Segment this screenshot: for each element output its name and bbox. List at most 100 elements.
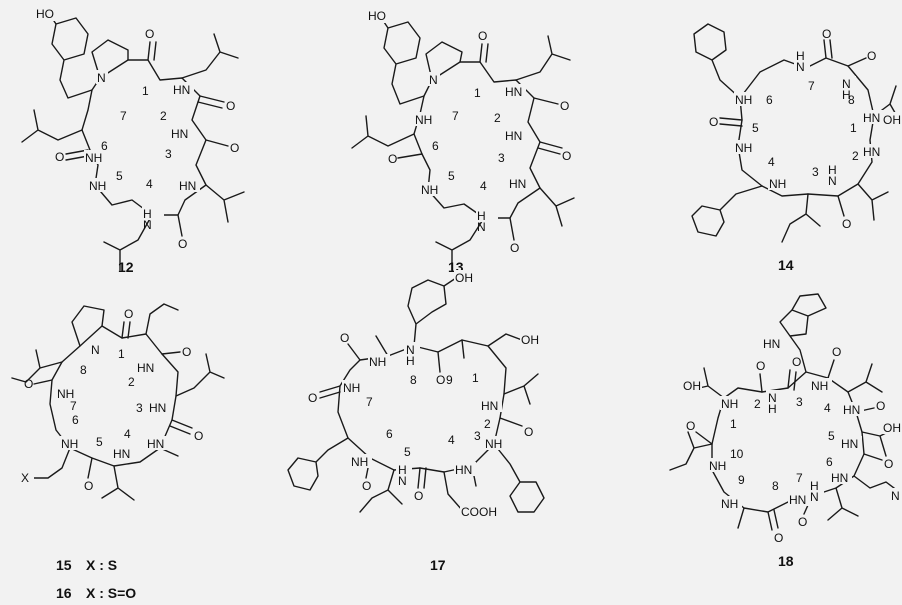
compound-13-residue-number: 3: [498, 151, 505, 165]
compound-17-amide-nh-label: HN: [481, 399, 498, 413]
compound-15-residue-number: 1: [118, 347, 125, 361]
compound-17-amide-nh-label: NH: [343, 381, 360, 395]
carbonyl-o-label: O: [792, 355, 801, 369]
compound-17-amide-nh-label: NH: [351, 455, 368, 469]
compound-17-tyrosine-oh-label: OH: [455, 271, 473, 285]
compound-14-residue-number: 5: [752, 121, 759, 135]
compound-18-indole-n-label: N: [891, 489, 900, 503]
carbonyl-o-label: O: [230, 141, 239, 155]
compound-18-residue-number: 10: [730, 447, 744, 461]
carbonyl-o-label: O: [798, 515, 807, 529]
compound-13-amide-nh-label: NH: [421, 183, 438, 197]
compound-14-amide-nh-label: HN: [863, 145, 880, 159]
compound-14-amide-nh-label: NH: [735, 141, 752, 155]
carbonyl-o-label: O: [774, 531, 783, 545]
compound-14-residue-number: 1: [850, 121, 857, 135]
compound-13-proline-n-label: N: [429, 73, 438, 87]
compound-17-residue-number: 2: [484, 417, 491, 431]
compound-15-residue-number: 2: [128, 375, 135, 389]
compound-17-amide-nh-label: NH: [485, 437, 502, 451]
compound-13-residue-number: 7: [452, 109, 459, 123]
compound-13-residue-number: 4: [480, 179, 487, 193]
carbonyl-o-label: O: [867, 49, 876, 63]
compound-13-amide-nh-label: HN: [505, 129, 522, 143]
compound-18-amide-nh-label: HN: [789, 493, 806, 507]
compound-13-hydroxyl-label: HO: [368, 9, 386, 23]
compound-14-amide-nh-label: HN: [863, 111, 880, 125]
compound-15-residue-number: 5: [96, 435, 103, 449]
compound-17-residue-number: 3: [474, 429, 481, 443]
compound-14-residue-number: 8: [848, 93, 855, 107]
compound-13-amide-nh-label: HN: [509, 177, 526, 191]
compound-17-residue-number: 8: [410, 373, 417, 387]
carbonyl-o-label: O: [388, 152, 397, 166]
compound-15-x-substituent-label: X: [21, 471, 29, 485]
compound-13-amide-nh-label: NH: [415, 113, 432, 127]
compound-14-residue-number: 7: [808, 79, 815, 93]
carbonyl-o-label: O: [308, 391, 317, 405]
compound-17-residue-number: 5: [404, 445, 411, 459]
carbonyl-o-label: O: [436, 373, 445, 387]
compound-14-id-label: 14: [778, 257, 794, 273]
carbonyl-o-label: O: [510, 241, 519, 255]
compound-14-residue-number: 6: [766, 93, 773, 107]
carbonyl-o-label: O: [362, 479, 371, 493]
compound-14-amide-nh-label: NH: [735, 93, 752, 107]
compound-15-residue-number: 6: [72, 413, 79, 427]
compound-15-residue-number: 3: [136, 401, 143, 415]
carbonyl-o-label: O: [560, 99, 569, 113]
compound-15-residue-number: 7: [70, 399, 77, 413]
compound-18-residue-number: 1: [730, 417, 737, 431]
carbonyl-o-label: O: [756, 359, 765, 373]
compound-13-residue-number: 2: [494, 111, 501, 125]
compound-15-amide-nh-label: NH: [61, 437, 78, 451]
compound-12-residue-number: 3: [165, 147, 172, 161]
carbonyl-o-label: O: [124, 307, 133, 321]
carbonyl-o-label: O: [226, 99, 235, 113]
compound-18-residue-number: 9: [738, 473, 745, 487]
compound-18-amide-nh-label: NH: [811, 379, 828, 393]
carbonyl-o-label: O: [876, 399, 885, 413]
compound-12-proline-n-label: N: [97, 71, 106, 85]
compound-18-residue-number: 5: [828, 429, 835, 443]
carbonyl-o-label: O: [414, 489, 423, 503]
carbonyl-o-label: O: [182, 345, 191, 359]
compound-18-amide-nh-label: NH: [721, 497, 738, 511]
compound-15-proline-n-label: N: [91, 343, 100, 357]
carbonyl-o-label: O: [55, 150, 64, 164]
compound-14-residue-number: 4: [768, 155, 775, 169]
carbonyl-o-label: O: [686, 419, 695, 433]
carbonyl-o-label: O: [884, 457, 893, 471]
compound-17-residue-number: 7: [366, 395, 373, 409]
compound-18-indole-nh-label: HN: [763, 337, 780, 351]
carbonyl-o-label: O: [822, 27, 831, 41]
compound-17-amide-nh-label: HN: [455, 463, 472, 477]
compound-18-amide-nh-label: NH: [721, 397, 738, 411]
compound-18-residue-number: 4: [824, 401, 831, 415]
compound-17-residue-number: 9: [446, 373, 453, 387]
compound-18-residue-number: 3: [796, 395, 803, 409]
compound-12-residue-number: 2: [160, 109, 167, 123]
compound-12-residue-number: 1: [142, 84, 149, 98]
compound-16-id-label: 16: [56, 585, 72, 601]
compound-12-amide-nh-label: NH: [89, 179, 106, 193]
compound-18-residue-number: 7: [796, 471, 803, 485]
compound-14-hydroxyl-label: OH: [883, 113, 901, 127]
compound-18-id-label: 18: [778, 553, 794, 569]
compound-18-threonine-oh-label: OH: [883, 421, 901, 435]
compound-13-residue-number: 5: [448, 169, 455, 183]
compound-13-amide-nh-label: HN: [505, 85, 522, 99]
compound-18-residue-number: 2: [754, 397, 761, 411]
compound-13-residue-number: 6: [432, 139, 439, 153]
compound-16-substituent-label: X : S=O: [86, 585, 136, 601]
carbonyl-o-label: O: [562, 149, 571, 163]
